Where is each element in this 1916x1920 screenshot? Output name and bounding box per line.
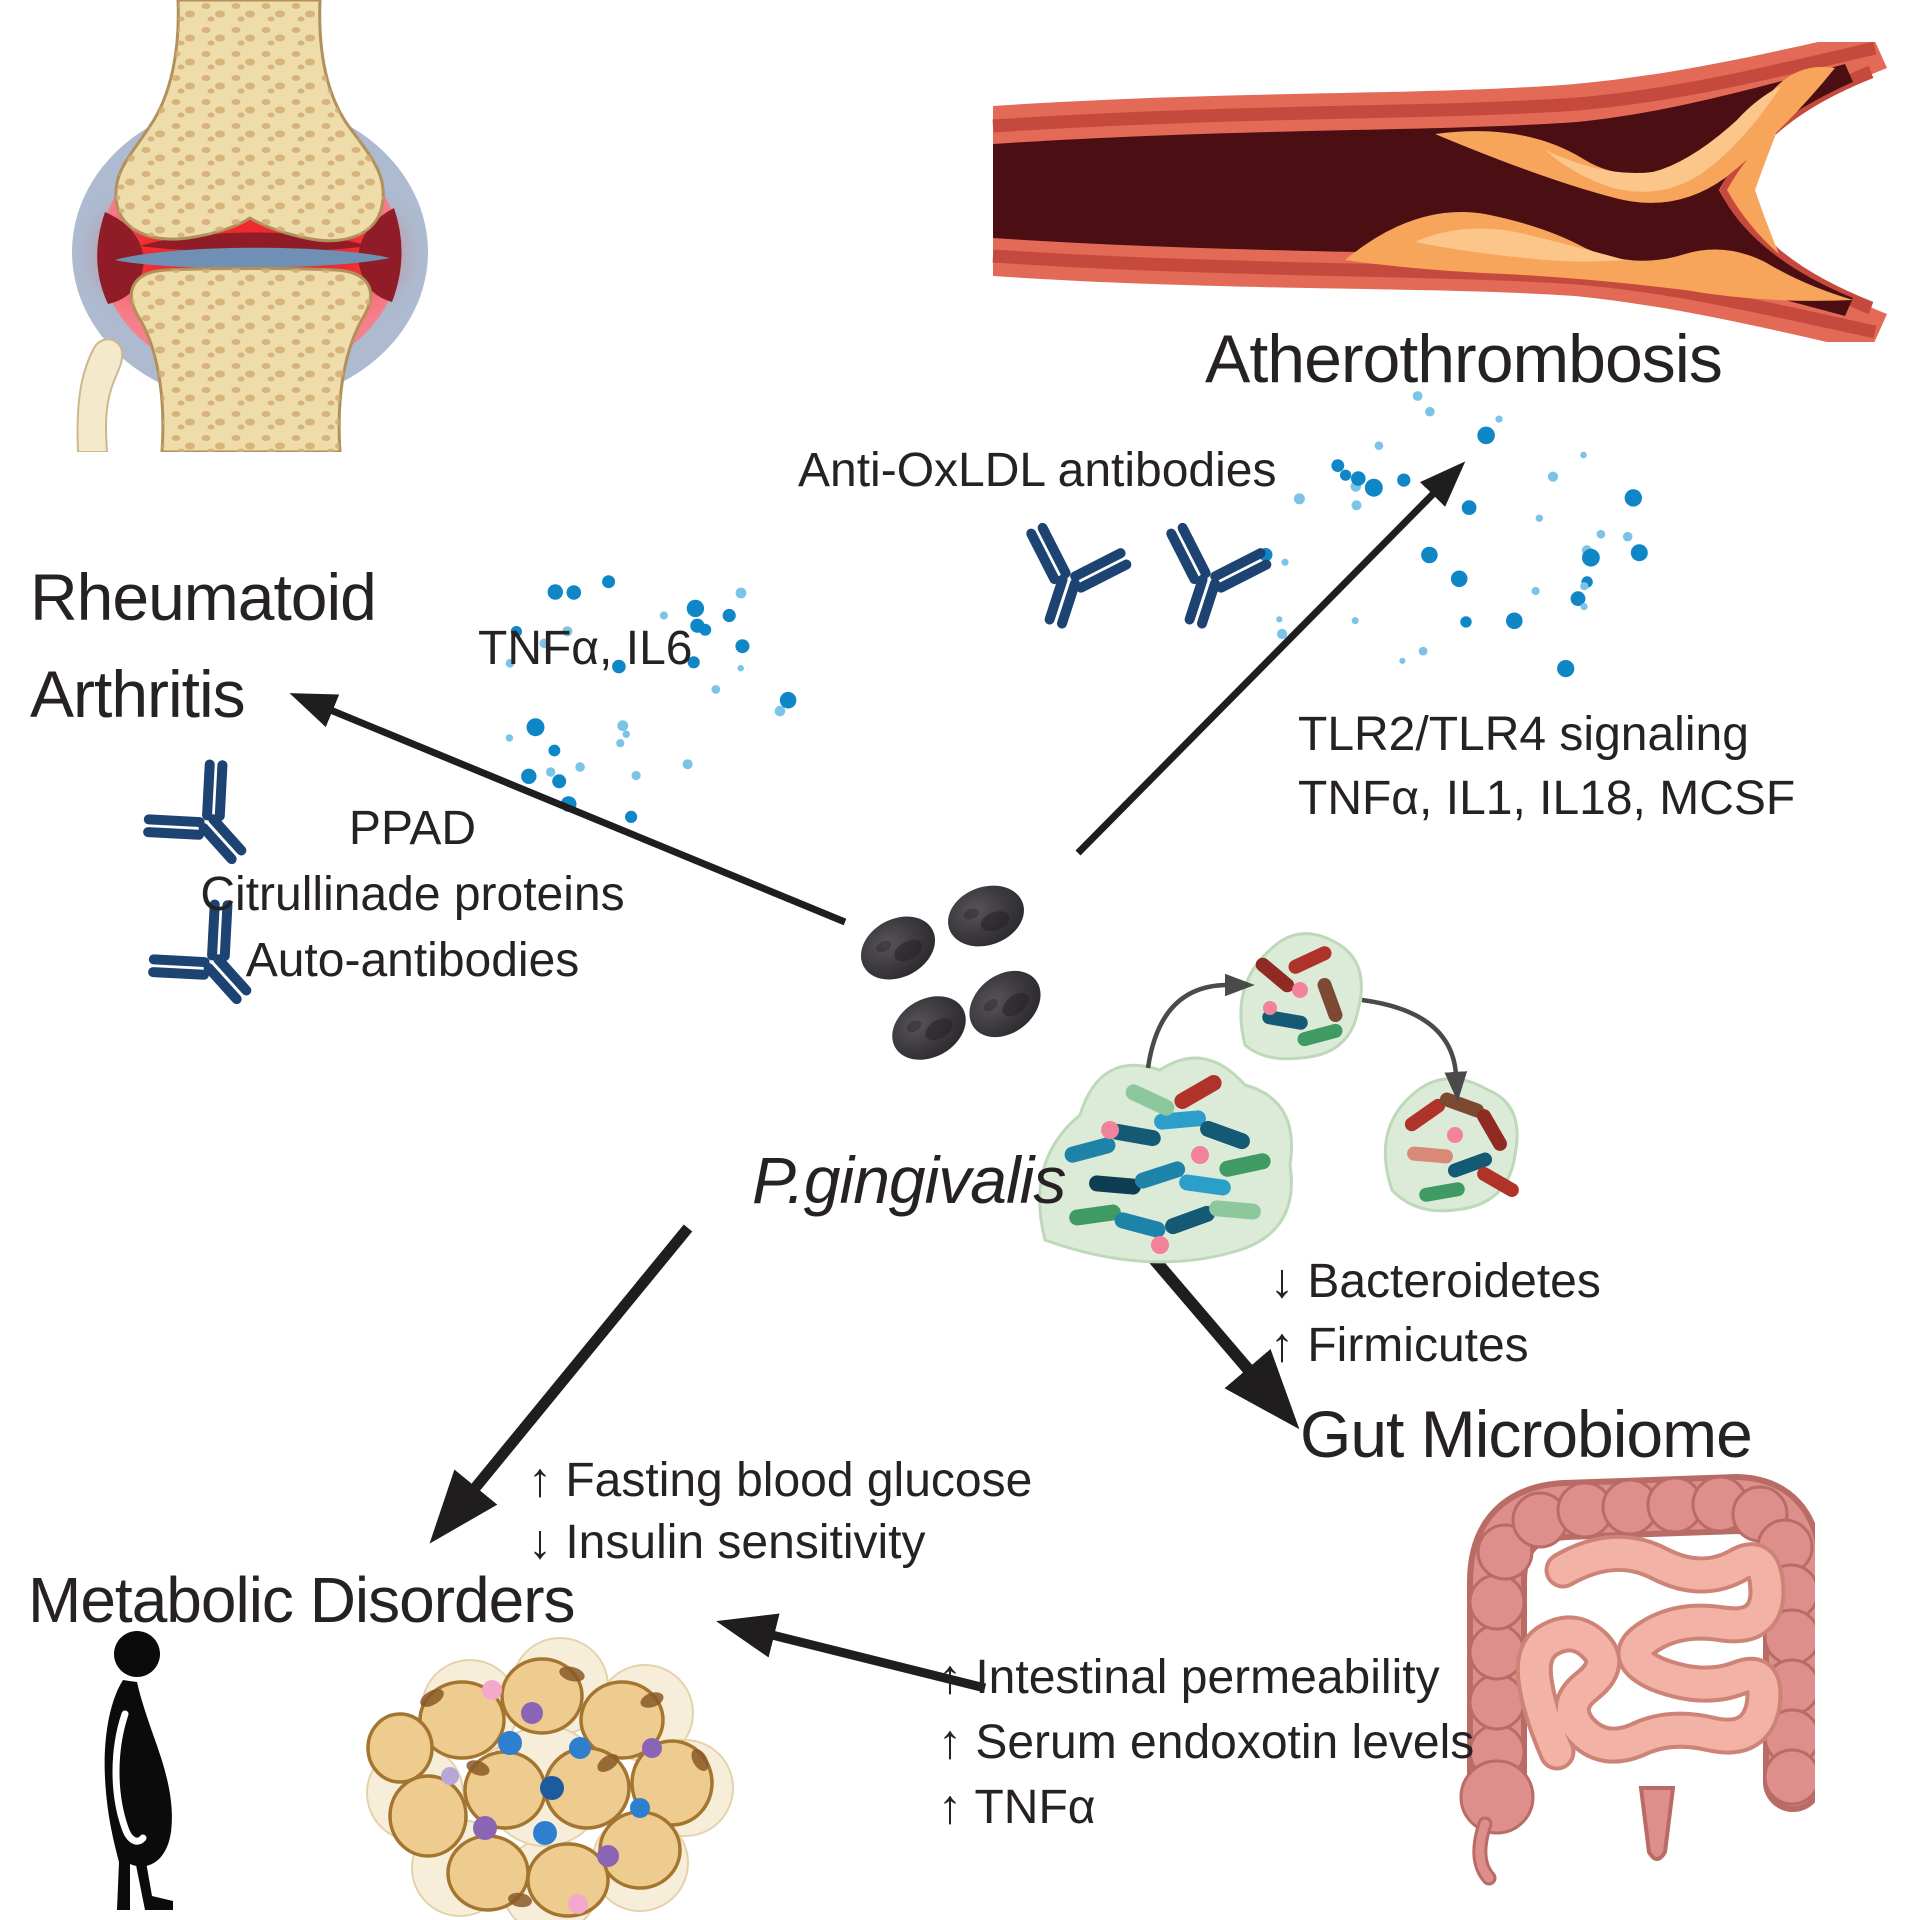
- pathway-arrows: [289, 461, 1466, 1693]
- knee-joint-illustration: [72, 0, 428, 452]
- ra-cytokines-label: TNFα, IL6: [478, 622, 693, 675]
- fasting-glucose-label: ↑ Fasting blood glucose: [528, 1454, 1033, 1507]
- ra-mechanism-citrullinated: Citrullinade proteins: [200, 868, 625, 921]
- arrow-to-rheumatoid-arthritis: [289, 693, 847, 926]
- anti-oxldl-label: Anti-OxLDL antibodies: [798, 444, 1277, 497]
- cytokine-dots-left: [505, 575, 797, 824]
- gut-effects-block: ↑ Intestinal permeability ↑ Serum endoxo…: [938, 1645, 1474, 1840]
- metabolic-effects-block: ↑ Fasting blood glucose ↓ Insulin sensit…: [528, 1450, 1032, 1574]
- tlr-signaling-line2: TNFα, IL1, IL18, MCSF: [1298, 772, 1796, 825]
- insulin-sensitivity-label: ↓ Insulin sensitivity: [528, 1516, 926, 1569]
- rheumatoid-arthritis-title-line2: Arthritis: [30, 657, 246, 731]
- arrow-gut-to-metabolic: [716, 1613, 987, 1693]
- atherothrombosis-title: Atherothrombosis: [1205, 321, 1723, 397]
- microbiome-clusters-illustration: [1038, 932, 1519, 1264]
- arrow-to-atherothrombosis: [1075, 461, 1466, 856]
- gut-microbiome-title: Gut Microbiome: [1300, 1397, 1753, 1471]
- cytokine-dots-right: [1259, 391, 1648, 678]
- tlr-signaling-block: TLR2/TLR4 signaling TNFα, IL1, IL18, MCS…: [1298, 703, 1795, 831]
- arrow-to-metabolic-disorders: [429, 1224, 693, 1544]
- ra-mechanism-autoantibodies: Auto-antibodies: [245, 934, 580, 987]
- firmicutes-label: ↑ Firmicutes: [1270, 1319, 1529, 1372]
- serum-endotoxin-label: ↑ Serum endoxotin levels: [938, 1716, 1475, 1769]
- tnfa-label: ↑ TNFα: [938, 1781, 1096, 1834]
- metabolic-disorders-title: Metabolic Disorders: [28, 1564, 576, 1636]
- intestinal-permeability-label: ↑ Intestinal permeability: [938, 1651, 1440, 1704]
- tlr-signaling-line1: TLR2/TLR4 signaling: [1298, 708, 1749, 761]
- ra-mechanisms-block: PPAD Citrullinade proteins Auto-antibodi…: [175, 796, 650, 994]
- rheumatoid-arthritis-title-line1: Rheumatoid: [30, 560, 377, 634]
- microbiome-transfer-arrow: [1145, 973, 1255, 1069]
- microbiome-changes-block: ↓ Bacteroidetes ↑ Firmicutes: [1270, 1250, 1601, 1378]
- obese-person-icon: [104, 1631, 173, 1910]
- microbiome-transfer-arrow: [1361, 997, 1468, 1102]
- pgingivalis-label: P.gingivalis: [752, 1143, 1066, 1217]
- antibody-icon: [1148, 525, 1269, 637]
- blood-vessel-illustration: [992, 42, 1887, 342]
- fat-cells-illustration: [366, 1637, 734, 1920]
- antibody-icon: [1008, 525, 1129, 637]
- intestine-illustration: [1459, 1474, 1815, 1886]
- pgingivalis-bacteria-icon: [860, 885, 1041, 1060]
- ra-mechanism-ppad: PPAD: [348, 802, 477, 855]
- bacteroidetes-label: ↓ Bacteroidetes: [1270, 1255, 1601, 1308]
